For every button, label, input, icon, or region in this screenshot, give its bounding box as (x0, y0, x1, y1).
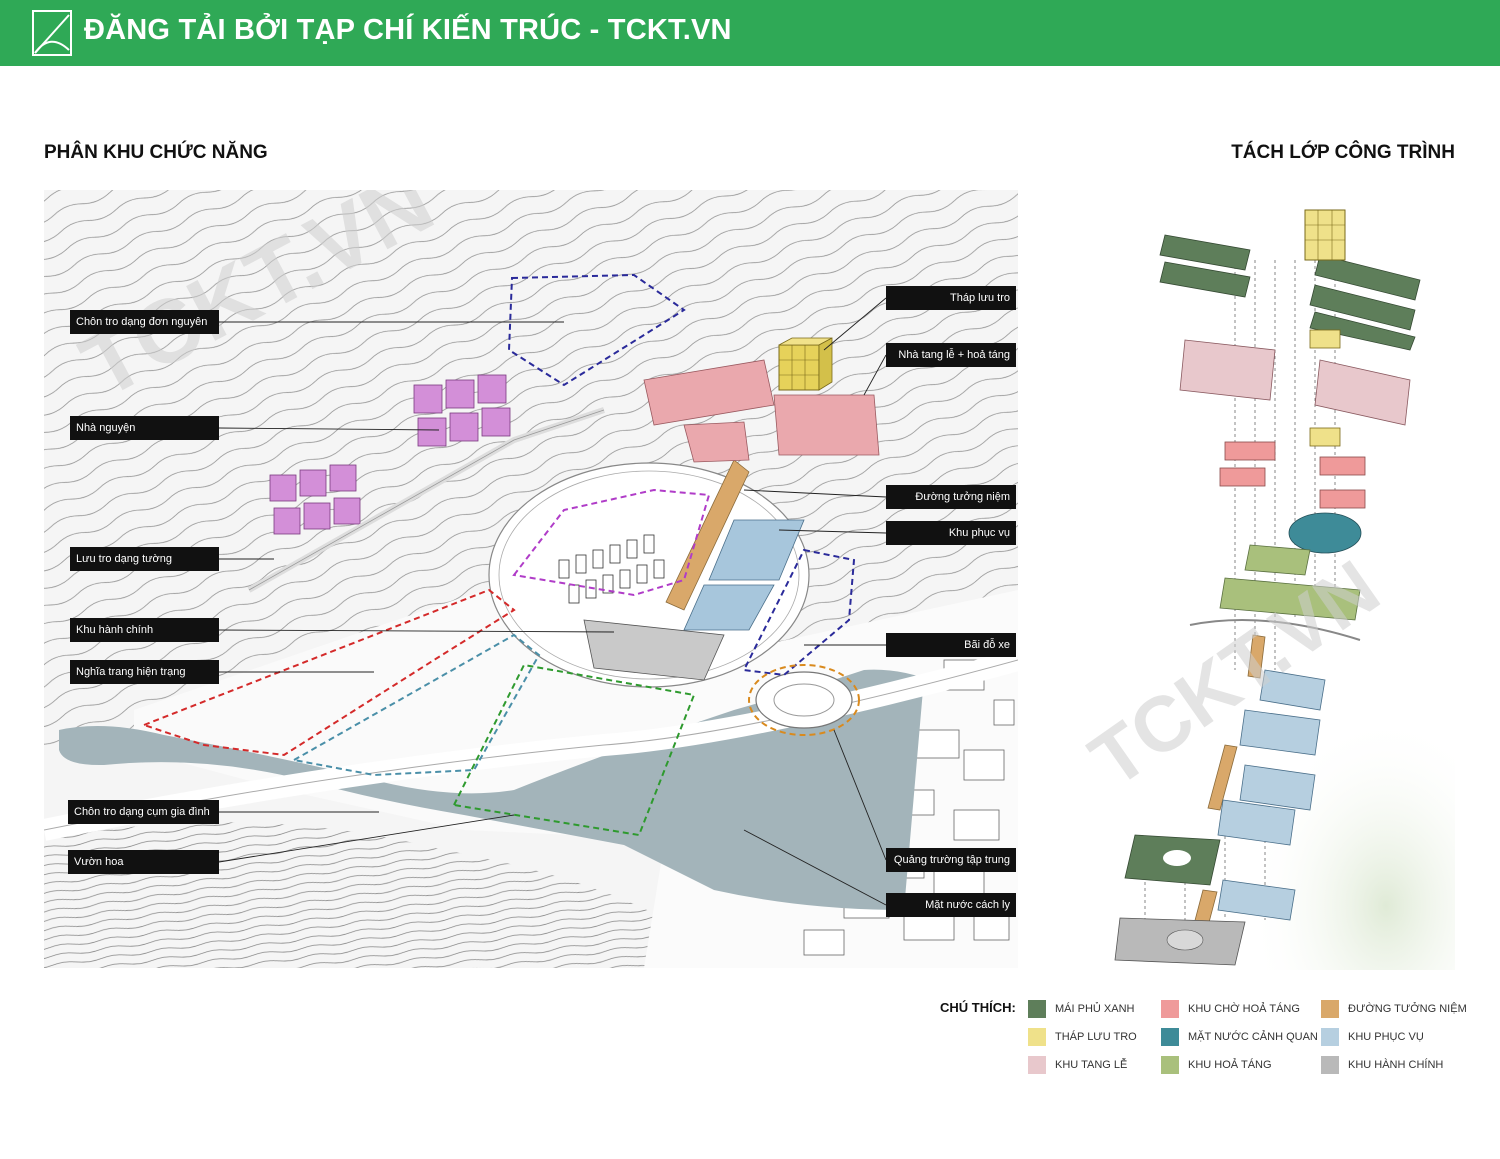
legend-label: KHU PHỤC VỤ (1348, 1031, 1424, 1043)
legend-item-ash-tower: THÁP LƯU TRO (1028, 1027, 1137, 1047)
label-chapel: Nhà nguyện (70, 416, 219, 440)
top-banner: ĐĂNG TẢI BỞI TẠP CHÍ KIẾN TRÚC - TCKT.VN (0, 0, 1500, 66)
legend-label: KHU CHỜ HOẢ TÁNG (1188, 1003, 1300, 1015)
legend-label: KHU HOẢ TÁNG (1188, 1059, 1272, 1071)
label-flower-garden: Vườn hoa (68, 850, 219, 874)
legend-label: KHU TANG LỄ (1055, 1059, 1128, 1071)
legend-swatch (1161, 1000, 1179, 1018)
legend-item-green-roof: MÁI PHỦ XANH (1028, 999, 1134, 1019)
leader-lines-left (218, 321, 615, 863)
legend-swatch (1028, 1028, 1046, 1046)
legend-swatch (1321, 1056, 1339, 1074)
zone-wall-storage (512, 488, 711, 597)
label-single-burial: Chôn tro dạng đơn nguyên (70, 310, 219, 334)
chapels (269, 374, 511, 535)
legend-title: CHÚ THÍCH: (940, 1000, 1016, 1015)
layer-green-roofs (1159, 234, 1421, 351)
layer-landscape-water (1288, 512, 1362, 554)
funeral-building (643, 359, 880, 463)
legend-swatch (1161, 1056, 1179, 1074)
legend-label: KHU HÀNH CHÍNH (1348, 1059, 1444, 1071)
label-admin-area: Khu hành chính (70, 618, 219, 642)
memorial-walls (558, 534, 665, 604)
layer-funeral-area (1179, 339, 1411, 426)
banner-title: ĐĂNG TẢI BỞI TẠP CHÍ KIẾN TRÚC - TCKT.VN (84, 14, 732, 46)
legend-label: MÁI PHỦ XANH (1055, 1003, 1135, 1015)
legend-label: ĐƯỜNG TƯỞNG NIỆM (1348, 1003, 1467, 1015)
zone-single-burial (507, 273, 686, 387)
leader-lines-right (743, 297, 887, 906)
label-parking: Bãi đỗ xe (886, 633, 1016, 657)
layer-cremation-area (1219, 544, 1361, 621)
zoning-title: PHÂN KHU CHỨC NĂNG (44, 142, 268, 163)
label-ash-tower: Tháp lưu tro (886, 286, 1016, 310)
label-isolation-water: Mặt nước cách ly (886, 893, 1016, 917)
exploded-layers-drawing: TCKT.VN (1074, 209, 1455, 970)
legend-item-cremation-waiting: KHU CHỜ HOẢ TÁNG (1161, 999, 1300, 1019)
label-wall-storage: Lưu tro dạng tường (70, 547, 219, 571)
legend-swatch (1321, 1028, 1339, 1046)
site-plan-map: TCKT.VN Chôn tro dạng đơn nguyên Nhà ngu… (44, 190, 1018, 968)
zone-existing-cemetery (141, 588, 516, 757)
layer-admin-area (1114, 834, 1246, 966)
label-family-cluster: Chôn tro dạng cụm gia đình (68, 800, 219, 824)
legend-swatch (1028, 1056, 1046, 1074)
layer-cremation-waiting (1219, 441, 1366, 509)
legend-item-service-area: KHU PHỤC VỤ (1321, 1027, 1424, 1047)
legend-item-cremation-area: KHU HOẢ TÁNG (1161, 1055, 1272, 1075)
layer-ash-tower (1304, 209, 1346, 447)
label-existing-cemetery: Nghĩa trang hiện trạng (70, 660, 219, 684)
zone-gathering (748, 664, 860, 736)
ash-tower (778, 337, 833, 391)
admin-building (583, 619, 725, 681)
service-blocks (683, 519, 805, 631)
label-funeral-crematorium: Nhà tang lễ + hoả táng (886, 343, 1016, 367)
legend-swatch (1028, 1000, 1046, 1018)
layer-memorial-path (1192, 634, 1266, 931)
zone-flower-garden (452, 663, 696, 837)
tckt-logo-icon (32, 10, 72, 56)
label-gathering-plaza: Quảng trường tập trung (886, 848, 1016, 872)
legend-item-funeral-area: KHU TANG LỄ (1028, 1055, 1127, 1075)
legend-swatch (1161, 1028, 1179, 1046)
label-memorial-path: Đường tưởng niệm (886, 485, 1016, 509)
layer-service-area (1217, 669, 1326, 921)
site-plan-drawing: TCKT.VN (44, 190, 1018, 968)
exploded-layers-diagram: TCKT.VN (1074, 200, 1455, 970)
legend-label: THÁP LƯU TRO (1055, 1031, 1137, 1043)
legend-item-landscape-water: MẶT NƯỚC CẢNH QUAN (1161, 1027, 1318, 1047)
zone-parking (742, 548, 856, 677)
legend-item-admin-area: KHU HÀNH CHÍNH (1321, 1055, 1443, 1075)
legend-item-memorial-path: ĐƯỜNG TƯỞNG NIỆM (1321, 999, 1467, 1019)
zone-family-cluster (291, 633, 541, 777)
layers-title: TÁCH LỚP CÔNG TRÌNH (1231, 142, 1455, 163)
label-service-area: Khu phục vụ (886, 521, 1016, 545)
legend-swatch (1321, 1000, 1339, 1018)
legend-label: MẶT NƯỚC CẢNH QUAN (1188, 1031, 1318, 1043)
